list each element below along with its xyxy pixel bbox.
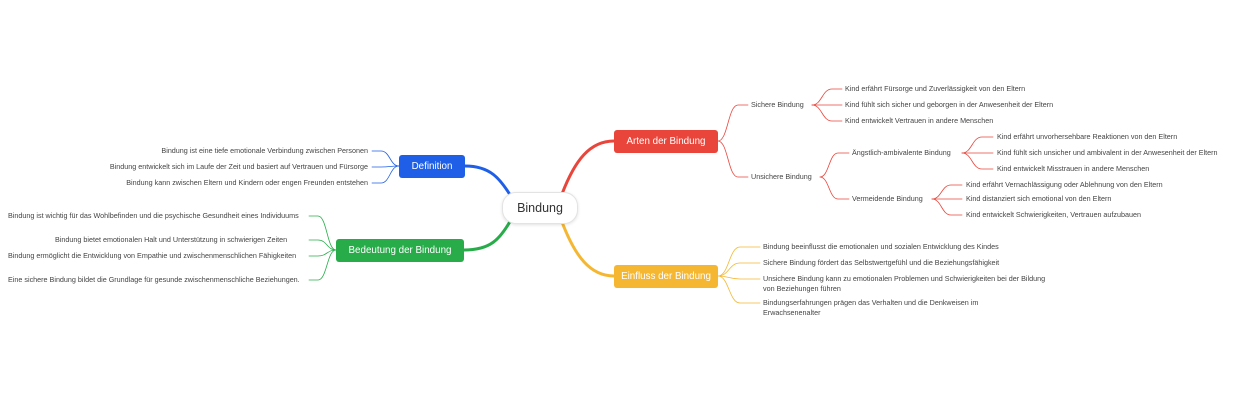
- connector-bedeutung: [462, 216, 514, 252]
- sichere-item: Kind entwickelt Vertrauen in andere Mens…: [845, 116, 994, 125]
- branch-bedeutung[interactable]: Bedeutung der Bindung: [336, 239, 464, 262]
- vermeidend-item: Kind distanziert sich emotional von den …: [966, 194, 1112, 203]
- ambivalent-item: Kind erfährt unvorhersehbare Reaktionen …: [997, 132, 1178, 141]
- connector-sichere-leaf: [811, 88, 843, 106]
- definition-item: Bindung entwickelt sich im Laufe der Zei…: [109, 162, 368, 171]
- bedeutung-item: Eine sichere Bindung bildet die Grundlag…: [8, 275, 300, 284]
- connector-definition-leaf: [371, 150, 400, 167]
- einfluss-item: Sichere Bindung fördert das Selbstwertge…: [763, 258, 1000, 267]
- vermeidend-item: Kind erfährt Vernachlässigung oder Ableh…: [966, 180, 1163, 189]
- definition-item: Bindung ist eine tiefe emotionale Verbin…: [161, 146, 368, 155]
- connector-bedeutung-leaf: [308, 239, 337, 251]
- branch-arten-label: Arten der Bindung: [626, 136, 706, 147]
- bedeutung-item: Bindung ist wichtig für das Wohlbefinden…: [8, 211, 299, 220]
- branch-einfluss[interactable]: Einfluss der Bindung: [614, 265, 718, 288]
- bedeutung-item: Bindung bietet emotionalen Halt und Unte…: [55, 235, 288, 244]
- vermeidend-item: Kind entwickelt Schwierigkeiten, Vertrau…: [966, 210, 1142, 219]
- bedeutung-item: Bindung ermöglicht die Entwicklung von E…: [8, 251, 297, 260]
- connector-definition: [463, 164, 514, 200]
- connector-einfluss-leaf: [717, 262, 761, 277]
- ambivalent-item: Kind fühlt sich unsicher und ambivalent …: [997, 148, 1218, 157]
- connector-arten-sub: [717, 104, 749, 142]
- einfluss-item: Bindung beeinflusst die emotionalen und …: [763, 242, 999, 251]
- connector-unsichere-sub: [819, 152, 850, 178]
- sichere-item: Kind fühlt sich sicher und geborgen in d…: [845, 100, 1054, 109]
- sichere-item: Kind erfährt Fürsorge und Zuverlässigkei…: [845, 84, 1026, 93]
- ambivalent-item: Kind entwickelt Misstrauen in andere Men…: [997, 164, 1150, 173]
- connector-vermeidend-leaf: [931, 198, 963, 216]
- branch-bedeutung-label: Bedeutung der Bindung: [348, 245, 452, 256]
- branch-definition[interactable]: Definition: [399, 155, 465, 178]
- connector-bedeutung-leaf: [308, 249, 337, 281]
- connector-einfluss-leaf: [717, 275, 761, 304]
- branch-arten[interactable]: Arten der Bindung: [614, 130, 718, 153]
- connector-sichere-leaf: [811, 104, 843, 122]
- connector-definition-leaf: [371, 165, 400, 168]
- connector-arten: [560, 139, 616, 196]
- connector-ambivalent-leaf: [961, 152, 994, 170]
- connector-ambivalent-leaf: [961, 136, 994, 154]
- unsichere-bindung-node[interactable]: Unsichere Bindung: [751, 172, 812, 181]
- connector-bedeutung-leaf: [308, 215, 337, 251]
- connector-bedeutung-leaf: [308, 249, 337, 257]
- connector-arten-sub: [717, 140, 749, 178]
- einfluss-item: Bindungserfahrungen prägen das Verhalten…: [763, 298, 979, 317]
- connector-definition-leaf: [371, 165, 400, 184]
- central-topic-label: Bindung: [517, 201, 563, 215]
- connector-einfluss-leaf: [717, 275, 761, 280]
- einfluss-item: Unsichere Bindung kann zu emotionalen Pr…: [763, 274, 1046, 293]
- sichere-bindung-node[interactable]: Sichere Bindung: [751, 100, 804, 109]
- connector-vermeidend-leaf: [931, 184, 963, 200]
- central-topic-bindung[interactable]: Bindung: [502, 192, 578, 224]
- connector-unsichere-sub: [819, 176, 850, 200]
- ambivalente-bindung-node[interactable]: Ängstlich-ambivalente Bindung: [852, 148, 951, 157]
- branch-einfluss-label: Einfluss der Bindung: [621, 271, 711, 282]
- definition-item: Bindung kann zwischen Eltern und Kindern…: [126, 178, 368, 187]
- vermeidende-bindung-node[interactable]: Vermeidende Bindung: [852, 194, 923, 203]
- connector-einfluss-leaf: [717, 246, 761, 277]
- branch-definition-label: Definition: [411, 161, 453, 172]
- connector-einfluss: [560, 220, 616, 278]
